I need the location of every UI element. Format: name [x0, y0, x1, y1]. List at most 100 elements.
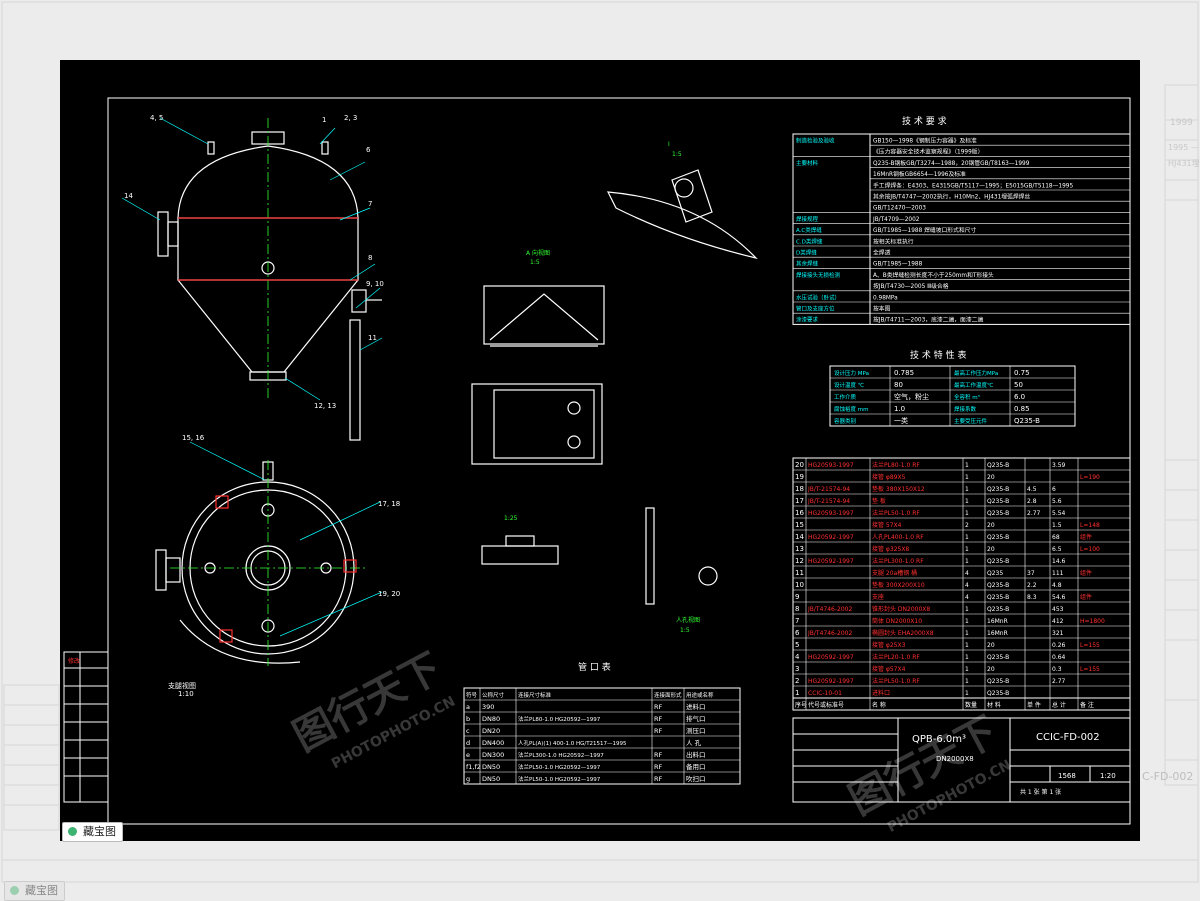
manhole-view-scale: 1:5 — [680, 627, 690, 634]
bom-cell: 3 — [795, 665, 799, 673]
bom-cell: 5.54 — [1052, 510, 1066, 517]
tech-char-cell: 6.0 — [1014, 393, 1025, 401]
bom-cell: 1 — [965, 690, 969, 697]
bom-cell: 1 — [965, 654, 969, 661]
bom-cell: 1 — [965, 666, 969, 673]
bom-cell: 法兰PL80-1.0 RF — [872, 461, 920, 469]
tech-req-text: 按相关标准执行 — [873, 237, 914, 245]
bom-cell: HG20592-1997 — [808, 534, 854, 541]
bom-cell: 进料口 — [872, 689, 890, 697]
bom-cell: 4 — [965, 570, 969, 577]
bom-cell: 2 — [965, 522, 969, 529]
nozzle-cell: DN50 — [482, 775, 500, 783]
bom-cell: 16MnR — [987, 630, 1008, 637]
bom-cell: Q235-B — [987, 558, 1009, 565]
bom-header-cell: 数量 — [965, 701, 977, 709]
bom-cell: 13 — [795, 545, 804, 553]
bom-cell: 椭圆封头 EHA2000X8 — [872, 629, 934, 637]
bom-cell: 15 — [795, 521, 804, 529]
bom-cell: 0.26 — [1052, 642, 1066, 649]
bom-cell: 3.59 — [1052, 462, 1066, 469]
bom-cell: 16MnR — [987, 618, 1008, 625]
bom-cell: 法兰PL300-1.0 RF — [872, 557, 924, 565]
watermark-tab[interactable]: 藏宝图 — [62, 822, 123, 842]
bom-cell: 8.3 — [1027, 594, 1037, 601]
tech-char-cell: 全容积 m³ — [954, 393, 980, 401]
bom-cell: 1 — [965, 510, 969, 517]
nozzle-cell: b — [466, 715, 470, 723]
bom-cell: 接管 φ57X4 — [872, 665, 906, 673]
bom-cell: Q235 — [987, 570, 1003, 577]
bom-cell: 18 — [795, 485, 804, 493]
tech-req-label: A.C类焊缝 — [796, 226, 822, 234]
bom-cell: 2.77 — [1052, 678, 1066, 685]
nozzle-cell: 进料口 — [686, 702, 706, 711]
tech-req-text: GB/T1985—1988 焊缝坡口形式和尺寸 — [873, 226, 976, 234]
bom-cell: 接管 57X4 — [872, 521, 902, 529]
engineering-drawing: 修改 4, 5 1 2, 3 6 7 8 9, 10 11 12, 13 14 — [63, 97, 1131, 836]
tech-char-cell: 最高工作压力MPa — [954, 369, 998, 377]
bom-cell: 垫板 380X150X12 — [872, 485, 925, 493]
bom-cell: 1 — [965, 486, 969, 493]
bom-cell: 37 — [1027, 570, 1035, 577]
bom-cell: 1 — [965, 630, 969, 637]
bom-header-cell: 备 注 — [1080, 701, 1094, 709]
bom-cell: 6 — [795, 629, 800, 637]
bom-cell: 法兰PL20-1.0 RF — [872, 653, 920, 661]
nozzle-cell: RF — [654, 775, 663, 783]
drawing-number: CCIC-FD-002 — [1036, 732, 1100, 743]
part-callout: 8 — [368, 254, 372, 262]
tech-req-title: 技 术 要 求 — [902, 115, 947, 127]
ghost-label: 1995 — 1995 — [1168, 143, 1200, 152]
bom-cell: Q235-B — [987, 510, 1009, 517]
bom-cell: 17 — [795, 497, 804, 505]
bom-cell: 10 — [795, 581, 804, 589]
bom-header-cell: 总 计 — [1052, 701, 1066, 709]
bom-cell: 4 — [965, 594, 969, 601]
bom-cell: 1 — [965, 498, 969, 505]
bom-cell: 54.6 — [1052, 594, 1066, 601]
part-callout: 7 — [368, 200, 372, 208]
nozzle-cell: g — [466, 775, 470, 783]
bom-cell: 1 — [965, 606, 969, 613]
bom-cell: 支座 — [872, 593, 884, 601]
nozzle-header-cell: 用途或名称 — [686, 691, 714, 699]
bom-cell: HG20592-1997 — [808, 558, 854, 565]
tech-char-cell: 腐蚀裕度 mm — [834, 405, 868, 413]
bom-cell: 接管 φ89X5 — [872, 473, 906, 481]
bom-cell: CCIC-10-01 — [808, 690, 842, 697]
tab-label: 藏宝图 — [83, 825, 116, 838]
bom-cell: L=148 — [1080, 522, 1100, 529]
bom-cell: 8 — [795, 605, 799, 613]
tech-req-text: 《压力容器安全技术监察规程》（1999版） — [873, 148, 983, 156]
bom-cell: 12 — [795, 557, 804, 565]
part-callout: 14 — [124, 192, 133, 200]
tech-req-label: C.D类焊缝 — [796, 237, 823, 245]
bom-cell: 法兰PL50-1.0 RF — [872, 509, 920, 517]
tech-char-cell: 主要受压元件 — [954, 417, 988, 425]
nozzle-cell: 出料口 — [686, 750, 706, 759]
ghost-tab: 藏宝图 — [4, 881, 65, 901]
bom-cell: 111 — [1052, 570, 1064, 577]
tech-req-text: Q235-B钢板GB/T3274—1988，20钢管GB/T8163—1999 — [873, 159, 1030, 167]
tech-char-cell: 焊接系数 — [954, 405, 977, 413]
nozzle-cell: RF — [654, 703, 663, 711]
nozzle-cell: RF — [654, 727, 663, 735]
tech-char-cell: Q235-B — [1014, 417, 1040, 425]
nozzle-cell: 排气口 — [686, 714, 706, 723]
drawing-weight: 1568 — [1058, 772, 1076, 780]
tech-char-cell: 一类 — [894, 416, 908, 425]
bom-cell: 20 — [987, 546, 995, 553]
vessel-elevation-view — [157, 131, 382, 441]
bom-cell: Q235-B — [987, 606, 1009, 613]
bom-cell: 1 — [965, 546, 969, 553]
bom-cell: L=155 — [1080, 666, 1100, 673]
tech-char-cell: 设计温度 ℃ — [834, 381, 864, 389]
bom-header-cell: 材 料 — [987, 701, 1001, 709]
tech-req-text: GB/T1985—1988 — [873, 262, 923, 268]
bom-cell: 68 — [1052, 534, 1060, 541]
tab-dot-icon — [10, 886, 19, 895]
ghost-label: HJ431埋 — [1168, 158, 1200, 168]
